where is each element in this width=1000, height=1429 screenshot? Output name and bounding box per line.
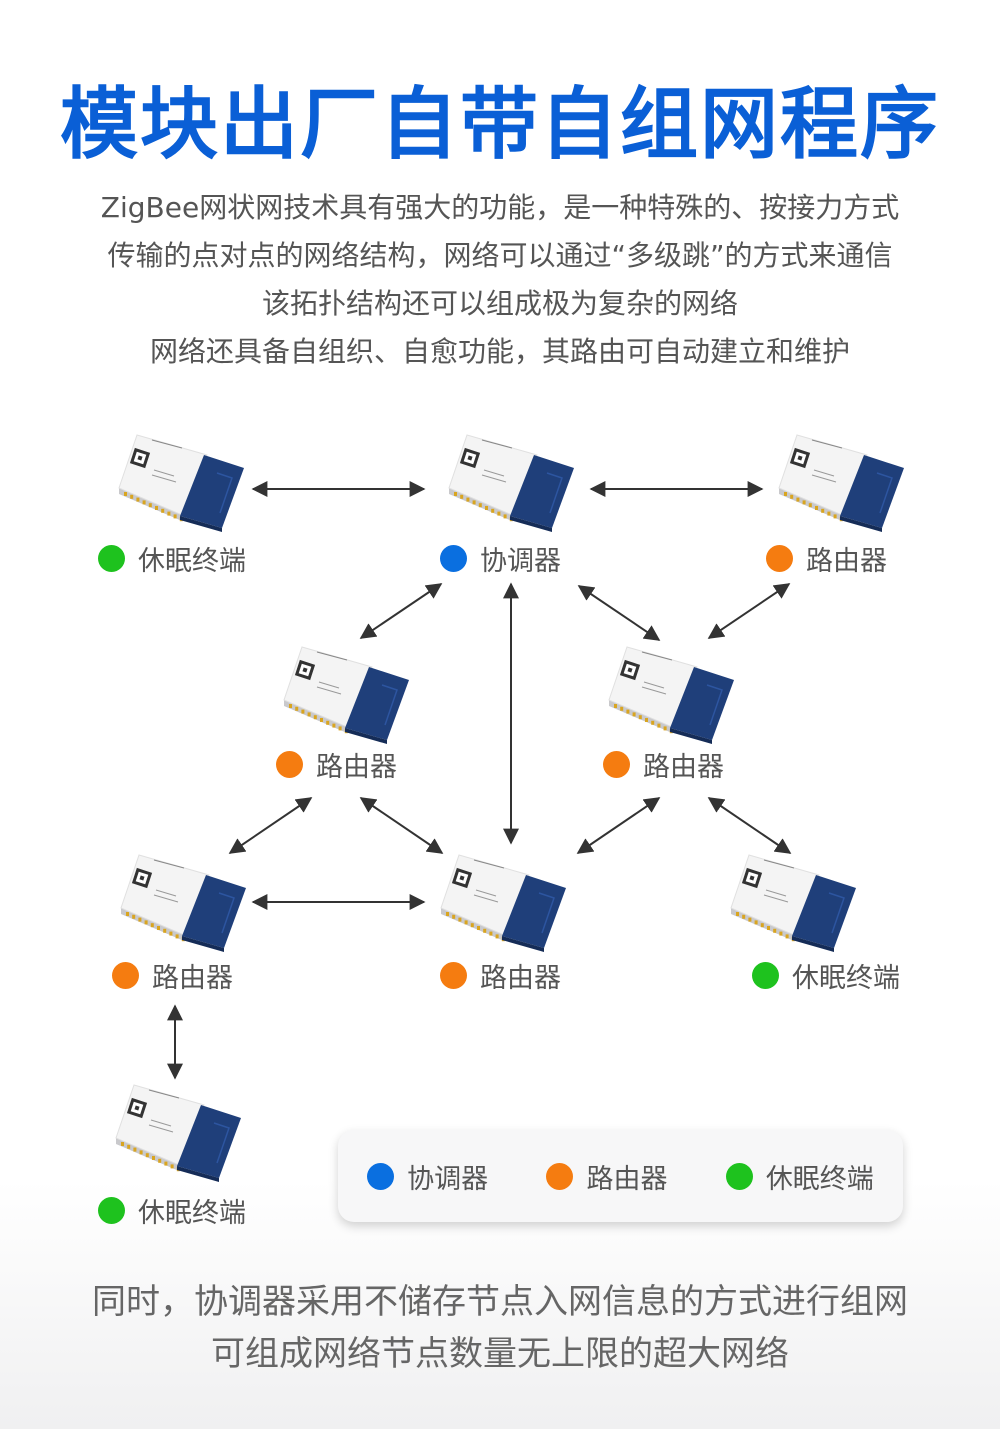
footer-line: 同时，协调器采用不储存节点入网信息的方式进行组网 <box>92 1282 908 1322</box>
description-line: 网络还具备自组织、自愈功能，其路由可自动建立和维护 <box>149 335 850 368</box>
legend-label: 协调器 <box>407 1163 489 1195</box>
zigbee-module-icon <box>115 1084 241 1182</box>
zigbee-module-icon <box>448 434 574 532</box>
router-dot-icon <box>546 1162 574 1190</box>
status-dot-icon <box>112 962 139 989</box>
end-device-dot-icon <box>725 1162 753 1190</box>
footer-text: 同时，协调器采用不储存节点入网信息的方式进行组网 可组成网络节点数量无上限的超大… <box>0 1276 1000 1380</box>
node-label-text: 路由器 <box>152 963 233 994</box>
status-dot-icon <box>603 751 630 778</box>
legend-label: 休眠终端 <box>765 1163 874 1195</box>
description-line: 该拓扑结构还可以组成极为复杂的网络 <box>261 287 738 320</box>
legend: 协调器 路由器 休眠终端 <box>338 1130 903 1222</box>
link-arrow <box>577 585 661 641</box>
zigbee-module-icon <box>440 854 566 952</box>
node-label-text: 路由器 <box>806 546 887 577</box>
status-dot-icon <box>752 962 779 989</box>
node-label-text: 协调器 <box>480 546 561 577</box>
zigbee-module-icon <box>283 646 409 744</box>
link-arrow <box>576 797 661 854</box>
link-arrow <box>359 797 444 854</box>
node-label-router: 路由器 <box>766 539 887 578</box>
node-label-router: 路由器 <box>276 745 397 784</box>
link-arrow <box>228 797 313 854</box>
node-label-text: 休眠终端 <box>138 546 246 577</box>
status-dot-icon <box>98 1197 125 1224</box>
node-label-text: 路由器 <box>643 752 724 783</box>
link-arrow <box>707 583 791 639</box>
status-dot-icon <box>98 545 125 572</box>
zigbee-module-icon <box>778 434 904 532</box>
legend-item-coordinator: 协调器 <box>367 1157 488 1196</box>
legend-item-router: 路由器 <box>546 1157 667 1196</box>
node-label-end-device: 休眠终端 <box>98 1191 246 1230</box>
node-label-router: 路由器 <box>603 745 724 784</box>
zigbee-module-icon <box>120 854 246 952</box>
node-label-text: 休眠终端 <box>138 1198 246 1229</box>
node-label-end-device: 休眠终端 <box>98 539 246 578</box>
status-dot-icon <box>276 751 303 778</box>
link-arrow <box>707 797 792 854</box>
zigbee-module-icon <box>608 646 734 744</box>
legend-label: 路由器 <box>586 1163 668 1195</box>
status-dot-icon <box>766 545 793 572</box>
legend-item-end-device: 休眠终端 <box>725 1157 874 1196</box>
status-dot-icon <box>440 962 467 989</box>
coordinator-dot-icon <box>367 1162 395 1190</box>
node-label-text: 路由器 <box>316 752 397 783</box>
node-label-coordinator: 协调器 <box>440 539 561 578</box>
node-label-text: 休眠终端 <box>792 963 900 994</box>
node-label-router: 路由器 <box>440 956 561 995</box>
zigbee-module-icon <box>118 434 244 532</box>
zigbee-module-icon <box>730 854 856 952</box>
description-line: 传输的点对点的网络结构，网络可以通过“多级跳”的方式来通信 <box>107 239 893 272</box>
node-label-text: 路由器 <box>480 963 561 994</box>
status-dot-icon <box>440 545 467 572</box>
page-title: 模块出厂自带自组网程序 <box>59 80 940 170</box>
node-label-end-device: 休眠终端 <box>752 956 900 995</box>
node-label-router: 路由器 <box>112 956 233 995</box>
description: ZigBee网状网技术具有强大的功能，是一种特殊的、按接力方式 传输的点对点的网… <box>0 184 1000 376</box>
link-arrow <box>359 583 443 639</box>
description-line: ZigBee网状网技术具有强大的功能，是一种特殊的、按接力方式 <box>100 191 900 224</box>
footer-line: 可组成网络节点数量无上限的超大网络 <box>211 1334 789 1374</box>
